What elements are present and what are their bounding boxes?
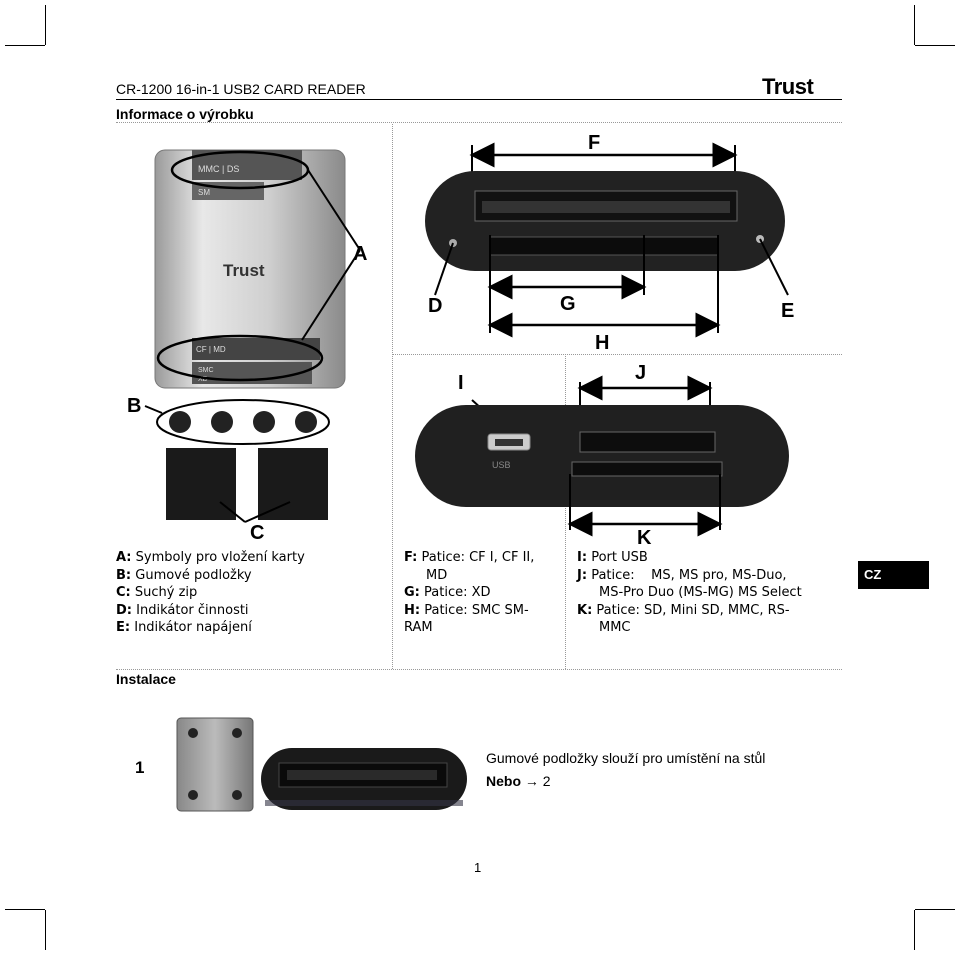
crop-mark-top-right-h: [915, 45, 955, 46]
legend-item-J-cont: MS-Pro Duo (MS-MG) MS Select: [599, 585, 802, 601]
crop-mark-top-left-h: [5, 45, 45, 46]
legend-column-3: I: Port USB J: Patice: MS, MS pro, MS-Du…: [577, 549, 802, 637]
subheader-dotted-rule: [116, 122, 842, 123]
column-divider-2: [565, 354, 566, 669]
installation-step-1-illustration: [176, 717, 467, 812]
slot-label-mmc-ds: MMC | DS: [198, 164, 239, 174]
step-1-instructions: Gumové podložky slouží pro umístění na s…: [486, 747, 765, 793]
legend-item-B: B: Gumové podložky: [116, 567, 252, 583]
legend-item-K-cont: MMC: [599, 620, 631, 636]
legend-item-H: H: Patice: SMC SM-: [404, 602, 529, 618]
crop-mark-bottom-left-v: [45, 910, 46, 950]
legend-item-G: G: Patice: XD: [404, 585, 491, 601]
slot-label-cf-md: CF | MD: [196, 345, 226, 354]
legend-item-E: E: Indikátor napájení: [116, 620, 252, 636]
column-divider-1: [392, 124, 393, 669]
label-A: A: [353, 243, 368, 265]
legend-item-A: A: Symboly pro vložení karty: [116, 550, 305, 565]
language-tab-cz: CZ: [858, 561, 929, 589]
label-B: B: [127, 395, 142, 417]
card-reader-slot-end-illustration: [425, 142, 789, 338]
usb-port-label: USB: [492, 460, 511, 470]
section-heading-product-info: Informace o výrobku: [116, 106, 254, 122]
legend-column-2: F: Patice: CF I, CF II, MD G: Patice: XD…: [404, 549, 534, 637]
step-number: 1: [135, 758, 145, 777]
label-J: J: [635, 362, 647, 384]
crop-mark-bottom-left-h: [5, 909, 45, 910]
step-1-line-2: Nebo → 2: [486, 773, 551, 789]
card-reader-usb-end-illustration: USB: [415, 375, 789, 537]
label-K: K: [637, 527, 652, 549]
label-I: I: [458, 372, 464, 394]
slot-label-xd: XD: [198, 376, 208, 383]
label-E: E: [781, 300, 795, 322]
document-title: CR-1200 16-in-1 USB2 CARD READER: [116, 81, 366, 97]
legend-item-K: K: Patice: SD, Mini SD, MMC, RS-: [577, 602, 790, 618]
slot-label-sm: SM: [198, 188, 210, 197]
legend-item-I: I: Port USB: [577, 550, 648, 565]
label-C: C: [250, 522, 265, 544]
label-G: G: [560, 293, 576, 315]
device-brand-label: Trust: [223, 261, 265, 280]
trust-logo: Trust: [762, 74, 814, 99]
legend-item-H-cont: RAM: [404, 620, 433, 636]
header-rule: [116, 99, 842, 100]
legend-column-1: A: Symboly pro vložení karty B: Gumové p…: [116, 549, 305, 637]
label-D: D: [428, 295, 443, 317]
legend-item-J: J: Patice: MS, MS pro, MS-Duo,: [577, 567, 787, 583]
row-divider: [392, 354, 842, 355]
bottom-divider: [116, 669, 842, 670]
crop-mark-bottom-right-h: [915, 909, 955, 910]
legend-item-D: D: Indikátor činnosti: [116, 602, 249, 618]
legend-item-F-cont: MD: [426, 567, 448, 583]
label-H: H: [595, 332, 610, 354]
legend-item-C: C: Suchý zip: [116, 585, 198, 601]
slot-label-smc: SMC: [198, 367, 214, 374]
legend-item-F: F: Patice: CF I, CF II,: [404, 550, 535, 565]
section-heading-installation: Instalace: [116, 671, 176, 687]
crop-mark-top-right-v: [914, 5, 915, 45]
label-F: F: [588, 132, 601, 154]
step-1-line-1: Gumové podložky slouží pro umístění na s…: [486, 750, 766, 766]
card-reader-front-illustration: MMC | DS SM Trust CF | MD SMC XD: [144, 149, 361, 523]
page-number: 1: [474, 860, 482, 875]
crop-mark-bottom-right-v: [914, 910, 915, 950]
crop-mark-top-left-v: [45, 5, 46, 45]
